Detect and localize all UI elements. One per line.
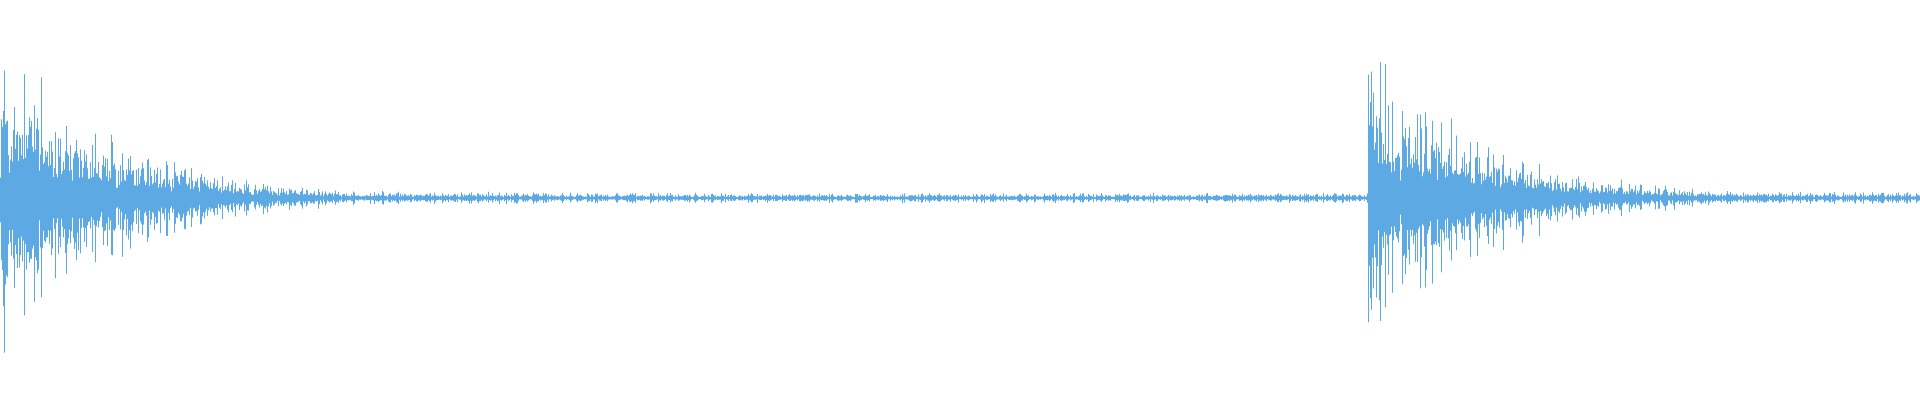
waveform-trace (0, 62, 1920, 353)
waveform-bars (0, 62, 1920, 353)
